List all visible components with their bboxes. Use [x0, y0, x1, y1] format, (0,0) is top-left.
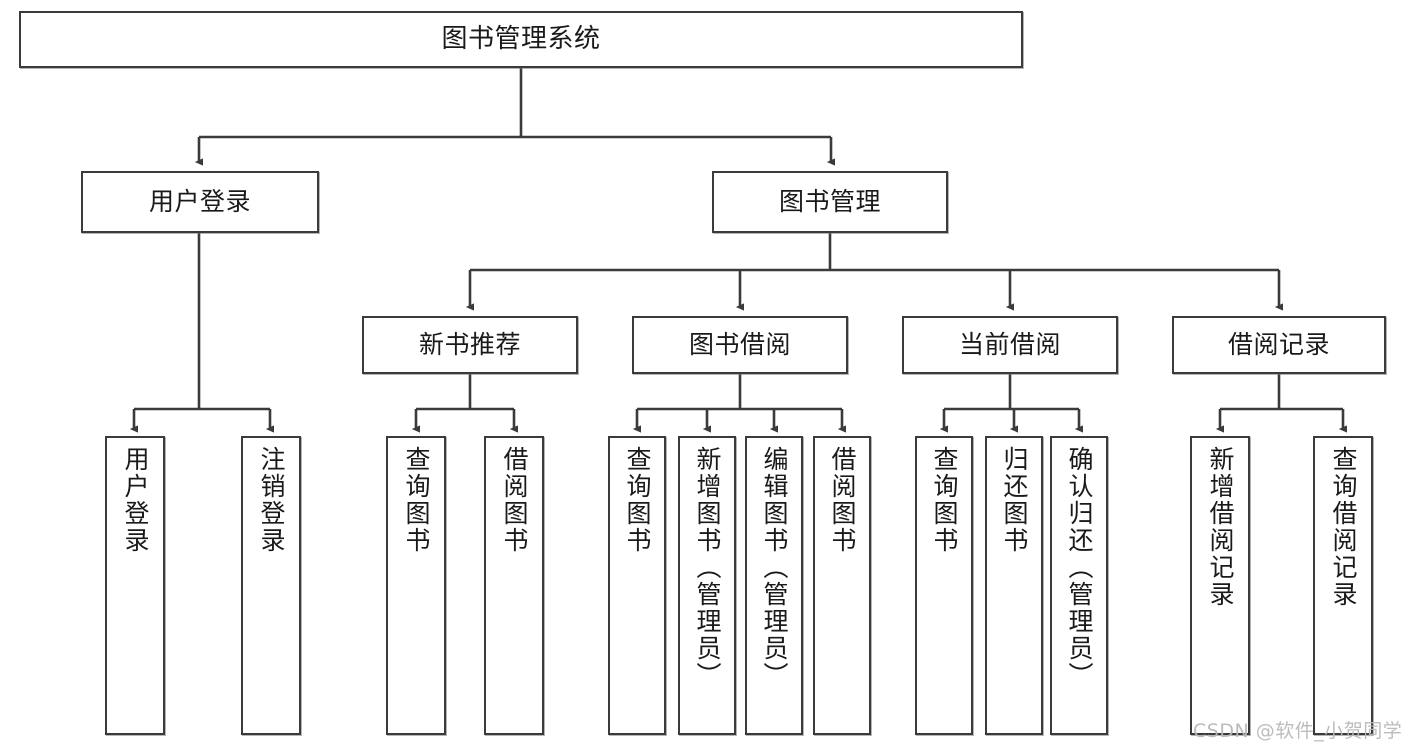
node-label: 编辑图书（管理员） [760, 446, 789, 689]
node-label: 图书管理系统 [441, 24, 601, 55]
node-leaf-query-book-recommend[interactable]: 查询图书 [386, 436, 446, 735]
node-book-borrow[interactable]: 图书借阅 [632, 316, 848, 374]
node-label: 借阅记录 [1227, 330, 1330, 360]
node-label: 新增借阅记录 [1206, 446, 1235, 608]
node-label: 查询图书 [623, 446, 652, 554]
csdn-watermark: CSDN @软件_小贺同学 [1193, 720, 1403, 742]
node-leaf-borrow-book-borrow[interactable]: 借阅图书 [813, 436, 871, 735]
node-label: 归还图书 [1000, 446, 1029, 554]
node-leaf-edit-book-admin[interactable]: 编辑图书（管理员） [745, 436, 803, 735]
node-label: 确认归还（管理员） [1065, 446, 1094, 689]
node-leaf-user-login[interactable]: 用户登录 [105, 436, 165, 735]
node-leaf-return-book[interactable]: 归还图书 [985, 436, 1043, 735]
node-label: 查询图书 [402, 446, 431, 554]
node-leaf-query-book-current[interactable]: 查询图书 [915, 436, 973, 735]
node-label: 用户登录 [121, 446, 150, 554]
node-label: 用户登录 [148, 187, 251, 217]
node-leaf-query-borrow-record[interactable]: 查询借阅记录 [1313, 436, 1373, 735]
node-label: 图书借阅 [688, 330, 791, 360]
node-label: 注销登录 [257, 446, 286, 554]
node-leaf-add-book-admin[interactable]: 新增图书（管理员） [678, 436, 736, 735]
node-label: 查询图书 [930, 446, 959, 554]
node-label: 新书推荐 [418, 330, 521, 360]
node-label: 新增图书（管理员） [693, 446, 722, 689]
node-user-login[interactable]: 用户登录 [81, 171, 319, 233]
node-book-manage[interactable]: 图书管理 [712, 171, 948, 233]
node-label: 图书管理 [778, 187, 881, 217]
node-label: 查询借阅记录 [1329, 446, 1358, 608]
node-label: 当前借阅 [958, 330, 1061, 360]
node-root-system[interactable]: 图书管理系统 [19, 11, 1023, 68]
node-label: 借阅图书 [828, 446, 857, 554]
node-leaf-add-borrow-record[interactable]: 新增借阅记录 [1190, 436, 1250, 735]
node-label: 借阅图书 [500, 446, 529, 554]
node-leaf-confirm-return-admin[interactable]: 确认归还（管理员） [1050, 436, 1108, 735]
node-new-book-recommend[interactable]: 新书推荐 [362, 316, 578, 374]
node-leaf-query-book-borrow[interactable]: 查询图书 [608, 436, 666, 735]
node-current-borrow[interactable]: 当前借阅 [902, 316, 1118, 374]
node-leaf-borrow-book-recommend[interactable]: 借阅图书 [484, 436, 544, 735]
node-borrow-record[interactable]: 借阅记录 [1172, 316, 1386, 374]
node-leaf-logout[interactable]: 注销登录 [241, 436, 301, 735]
